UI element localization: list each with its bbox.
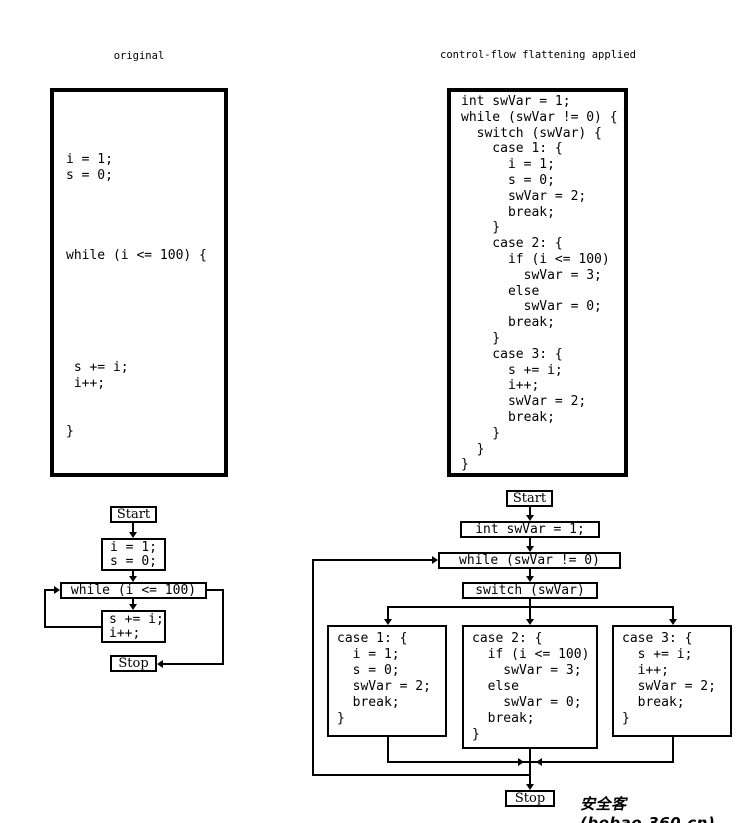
original-column-title: original: [113, 50, 165, 62]
edge-while-exit-bottom: [162, 663, 223, 665]
edge-while-exit-top: [207, 589, 223, 591]
original-code-box: i = 1; s = 0; while (i <= 100) { s += i;…: [50, 88, 228, 477]
edge-to-stop: [529, 774, 531, 786]
left-flow-init-node: i = 1; s = 0;: [101, 538, 166, 571]
arrowhead-right-icon: [54, 586, 60, 594]
arrowhead-down-icon: [129, 604, 137, 610]
edge-loopback-vertical: [312, 560, 314, 776]
right-flow-switch-node: switch (swVar): [462, 582, 598, 599]
edge-loopback-bottom: [44, 626, 101, 628]
right-flow-case3-node: case 3: { s += i; i++; swVar = 2; break;…: [612, 625, 732, 737]
left-flow-while-node: while (i <= 100): [60, 582, 207, 599]
arrowhead-left-icon: [157, 660, 163, 668]
edge-case1-out: [387, 737, 389, 763]
left-flow-start-node: Start: [110, 506, 157, 523]
arrowhead-right-icon: [518, 758, 524, 766]
arrowhead-right-icon: [432, 556, 438, 564]
left-flow-body-node: s += i; i++;: [101, 610, 166, 643]
right-flow-init-node: int swVar = 1;: [460, 521, 600, 538]
edge-to-case2: [529, 606, 531, 620]
right-flow-case1-node: case 1: { i = 1; s = 0; swVar = 2; break…: [327, 625, 447, 737]
right-flow-while-node: while (swVar != 0): [438, 552, 621, 569]
arrowhead-down-icon: [526, 619, 534, 625]
edge-switch-stem: [529, 599, 531, 608]
edge-start-to-init: [132, 523, 134, 535]
edge-init-to-while: [132, 571, 134, 578]
edge-to-case1: [387, 606, 389, 620]
flattened-column-title: control-flow flattening applied: [440, 49, 636, 61]
edge-loopback-vertical: [44, 590, 46, 628]
original-code-text: i = 1; s = 0; while (i <= 100) { s += i;…: [66, 152, 207, 439]
edge-merge-stem: [529, 761, 531, 776]
flattened-code-text: int swVar = 1; while (swVar != 0) { swit…: [461, 94, 618, 473]
arrowhead-down-icon: [384, 619, 392, 625]
edge-loopback-bottom: [312, 774, 531, 776]
arrowhead-down-icon: [526, 546, 534, 552]
edge-init-to-while: [529, 538, 531, 548]
arrowhead-down-icon: [526, 784, 534, 790]
right-flow-stop-node: Stop: [505, 790, 555, 807]
edge-loopback-top: [44, 589, 55, 591]
edge-to-case3: [672, 606, 674, 620]
arrowhead-down-icon: [526, 515, 534, 521]
edge-while-to-switch: [529, 569, 531, 578]
watermark: 安全客(bobao.360.cn): [580, 795, 716, 823]
arrowhead-down-icon: [129, 576, 137, 582]
left-flow-stop-node: Stop: [110, 655, 157, 672]
edge-while-to-body: [132, 599, 134, 606]
arrowhead-down-icon: [669, 619, 677, 625]
arrowhead-left-icon: [536, 758, 542, 766]
flattened-code-box: int swVar = 1; while (swVar != 0) { swit…: [447, 88, 628, 477]
right-flow-case2-node: case 2: { if (i <= 100) swVar = 3; else …: [462, 625, 598, 749]
right-flow-start-node: Start: [506, 490, 553, 507]
edge-start-to-init: [529, 507, 531, 517]
edge-case2-out: [529, 749, 531, 763]
edge-case3-out: [672, 737, 674, 763]
arrowhead-down-icon: [129, 532, 137, 538]
edge-while-exit-vertical: [222, 589, 224, 665]
arrowhead-down-icon: [526, 576, 534, 582]
edge-loopback-top: [312, 559, 432, 561]
